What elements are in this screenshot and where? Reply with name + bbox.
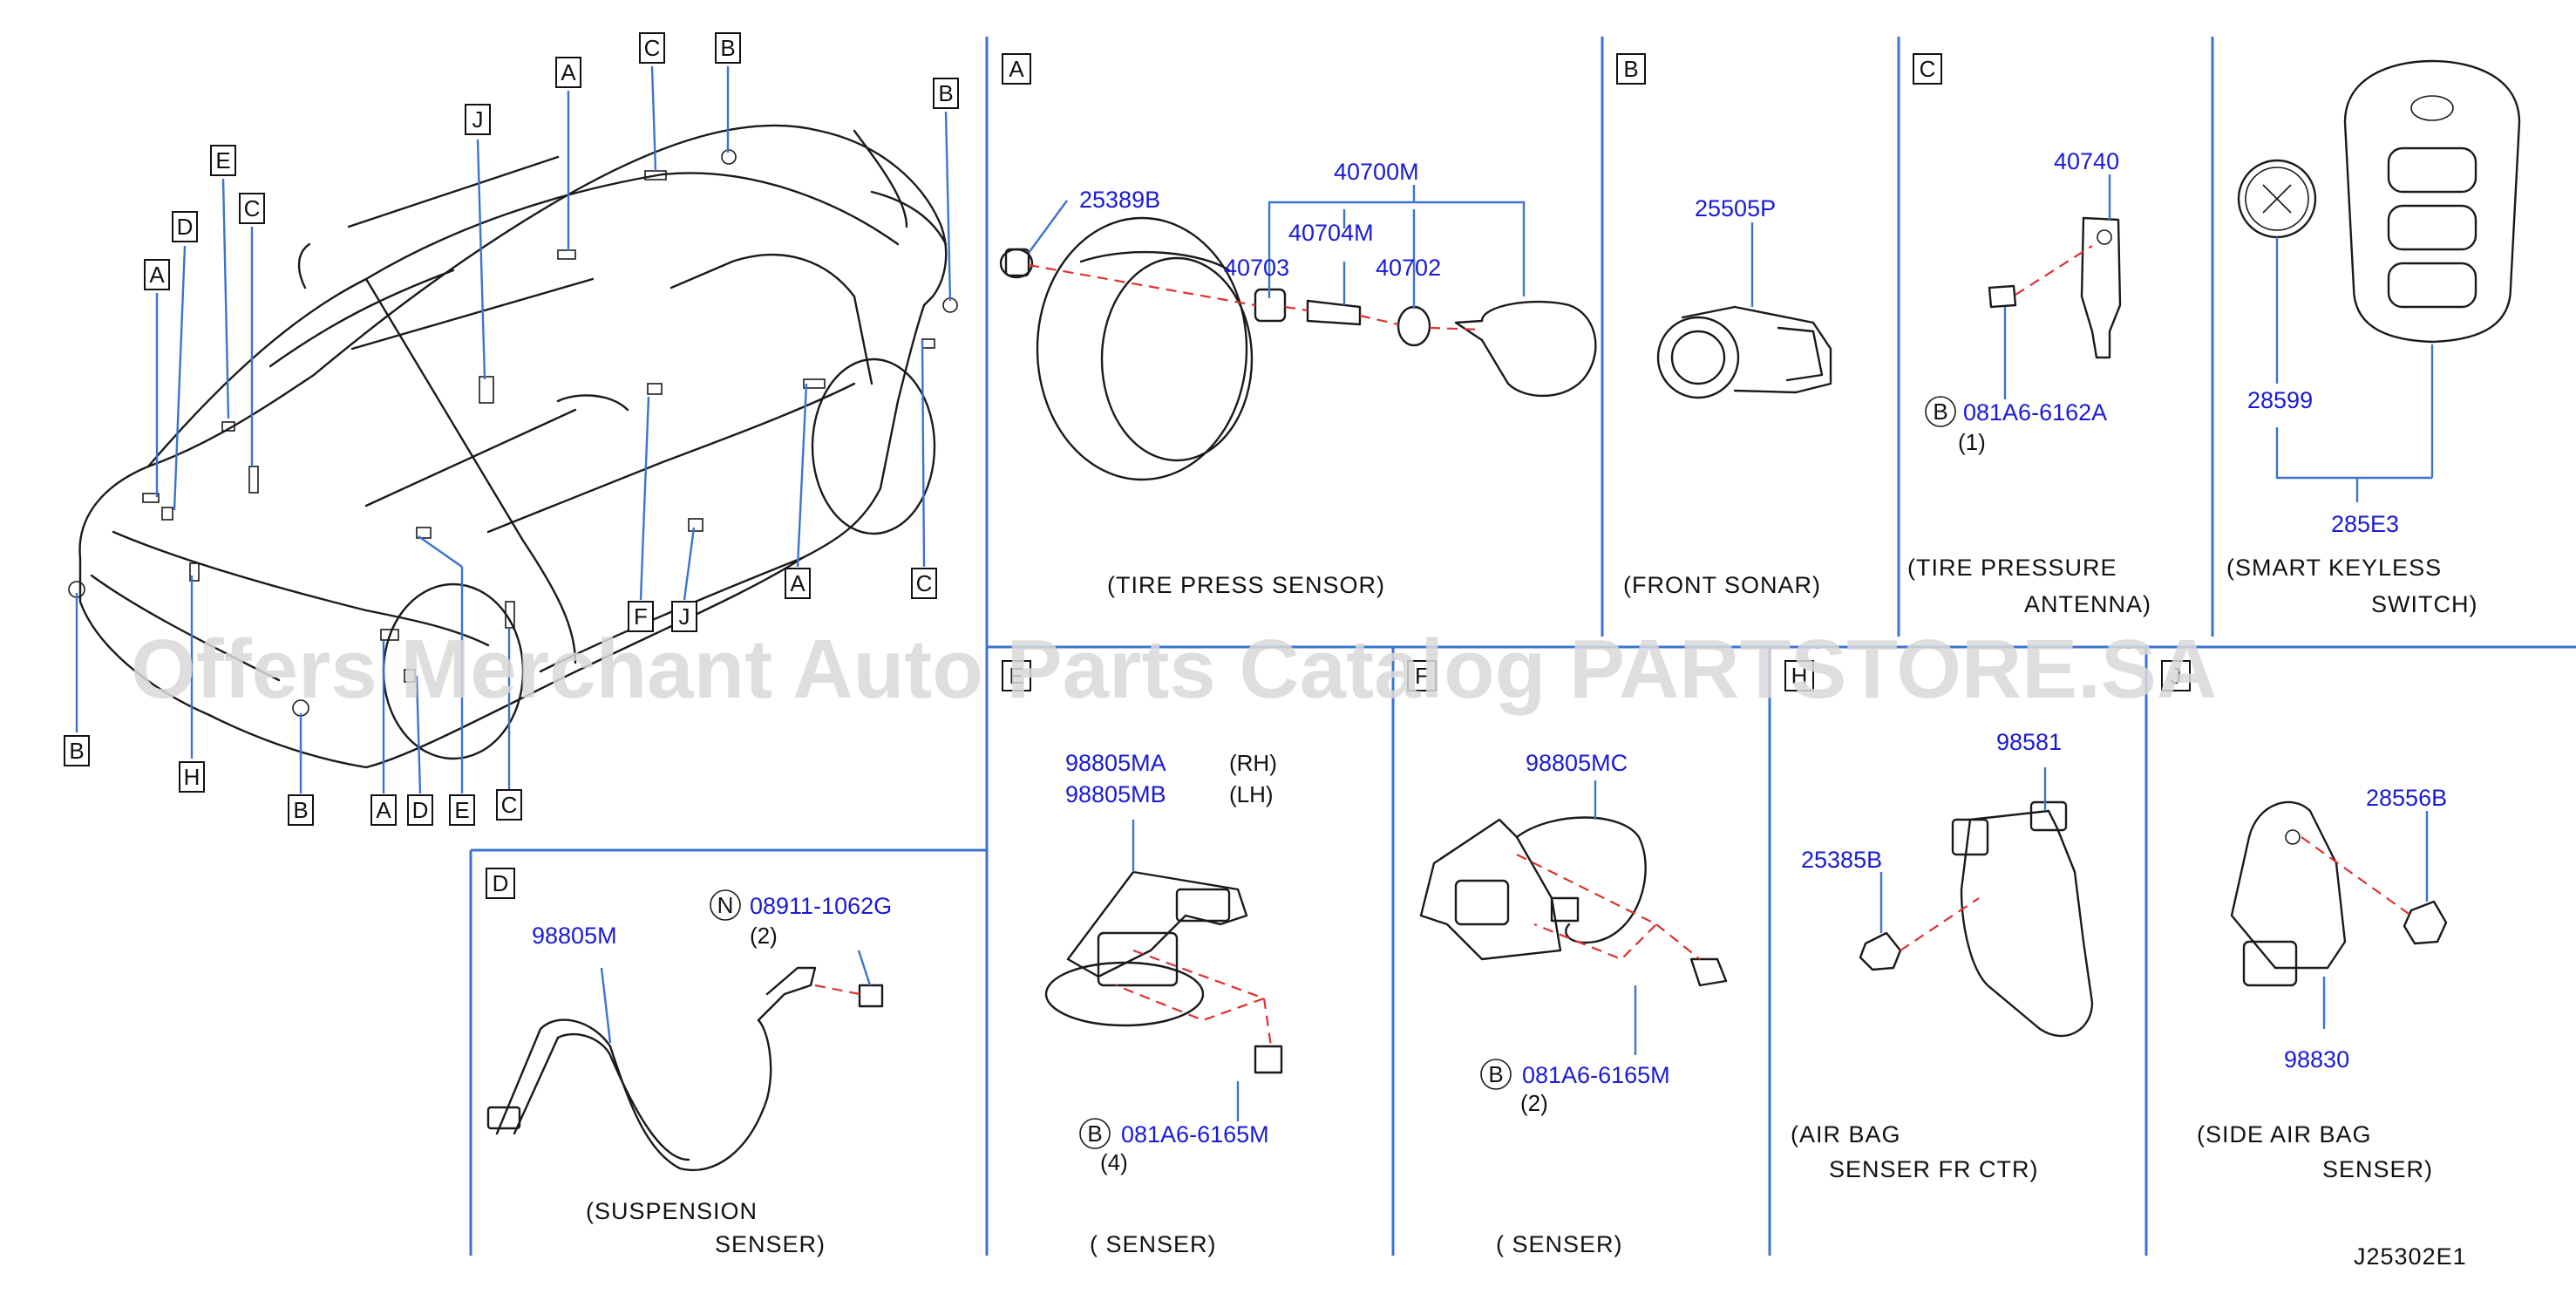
side-lh: (LH)	[1229, 781, 1274, 807]
part-40704m: 40704M	[1288, 220, 1374, 246]
caption-side-air-bag-line2: SENSER)	[2322, 1156, 2433, 1182]
part-285e3: 285E3	[2331, 511, 2399, 537]
caption-air-bag-line1: (AIR BAG	[1791, 1121, 1901, 1148]
caption-senser-e: ( SENSER)	[1090, 1231, 1217, 1257]
callout-f-1: F	[634, 603, 648, 630]
overview-callouts: A D E C J A C B B B H B A D E C F J A C	[64, 32, 959, 826]
part-25385b: 25385B	[1801, 847, 1882, 873]
section-f-letter: F	[1415, 663, 1429, 689]
part-28556b: 28556B	[2366, 785, 2447, 811]
callout-b-3: B	[69, 738, 84, 764]
overview-car	[68, 65, 958, 794]
caption-tire-press-sensor: (TIRE PRESS SENSOR)	[1107, 572, 1385, 598]
section-b-letter: B	[1623, 56, 1638, 82]
callout-c-1: C	[244, 195, 261, 221]
callout-j-1: J	[472, 106, 484, 133]
section-c: C 40740 B 081A6-6162A (1) (TIRE PRESSURE…	[1907, 53, 2151, 617]
section-e: E 98805MA (RH) 98805MB (LH) B 081A6-6165…	[1002, 660, 1283, 1257]
caption-suspension-line2: SENSER)	[715, 1231, 826, 1257]
part-25389b: 25389B	[1079, 187, 1160, 213]
section-a: A 25389B 40700M 40704M 40703 40702 (TIRE…	[999, 53, 1597, 598]
part-98805mb: 98805MB	[1065, 781, 1166, 807]
part-28599: 28599	[2247, 387, 2313, 413]
part-98830: 98830	[2284, 1046, 2349, 1073]
callout-b-4: B	[293, 797, 308, 823]
qty-e: (4)	[1100, 1149, 1128, 1175]
caption-tire-pressure-line2: ANTENNA)	[2024, 591, 2151, 617]
callout-d-2: D	[412, 797, 429, 823]
callout-e-1: E	[215, 147, 230, 174]
callout-d-1: D	[177, 214, 194, 240]
part-98581: 98581	[1996, 729, 2062, 755]
part-40740: 40740	[2054, 148, 2119, 174]
bolt-marker-c: B	[1933, 398, 1947, 425]
callout-a-3: A	[376, 797, 391, 823]
section-keyless: 28599 285E3 (SMART KEYLESS SWITCH)	[2226, 59, 2521, 617]
side-rh: (RH)	[1229, 750, 1277, 776]
part-40702: 40702	[1376, 255, 1441, 281]
section-b: B 25505P (FRONT SONAR)	[1616, 53, 1832, 598]
watermark: Offers Merchant Auto Parts Catalog PARTS…	[131, 623, 2217, 716]
callout-c-4: C	[916, 570, 933, 596]
caption-senser-f: ( SENSER)	[1496, 1231, 1623, 1257]
section-dividers	[469, 37, 2576, 1256]
bolt-marker-f: B	[1488, 1061, 1503, 1087]
section-h-letter: H	[1791, 663, 1808, 689]
part-40700m: 40700M	[1334, 159, 1419, 185]
caption-front-sonar: (FRONT SONAR)	[1623, 572, 1821, 598]
callout-c-2: C	[644, 35, 661, 61]
callout-b-2: B	[938, 80, 953, 106]
callout-a-2: A	[561, 59, 576, 85]
section-f: F 98805MC B 081A6-6165M (2) ( SENSER)	[1407, 660, 1728, 1257]
section-j: J 28556B 98830 (SIDE AIR BAG SENSER)	[2161, 660, 2448, 1182]
callout-e-2: E	[454, 797, 469, 823]
part-98805m: 98805M	[532, 923, 617, 949]
part-25505p: 25505P	[1695, 195, 1776, 221]
diagram-code: J25302E1	[2354, 1243, 2467, 1270]
part-08911-1062g: 08911-1062G	[750, 893, 892, 919]
callout-j-2: J	[679, 603, 690, 630]
part-081a6-6165m-f: 081A6-6165M	[1522, 1062, 1670, 1088]
part-081a6-6165m-e: 081A6-6165M	[1121, 1121, 1269, 1148]
caption-smart-keyless-line2: SWITCH)	[2371, 591, 2477, 617]
qty-d: (2)	[750, 923, 778, 949]
caption-smart-keyless-line1: (SMART KEYLESS	[2226, 555, 2442, 581]
caption-tire-pressure-line1: (TIRE PRESSURE	[1907, 555, 2117, 581]
callout-h-1: H	[184, 764, 201, 790]
callout-a-4: A	[790, 570, 805, 596]
part-98805mc: 98805MC	[1526, 750, 1628, 776]
section-h: H 98581 25385B (AIR BAG SENSER FR CTR)	[1784, 660, 2094, 1182]
callout-a-1: A	[149, 262, 165, 288]
caption-suspension-line1: (SUSPENSION	[586, 1198, 758, 1224]
section-j-letter: J	[2171, 663, 2182, 689]
callout-b-1: B	[720, 35, 735, 61]
part-98805ma: 98805MA	[1065, 750, 1166, 776]
section-e-letter: E	[1009, 663, 1023, 689]
section-a-letter: A	[1009, 56, 1024, 82]
section-c-letter: C	[1920, 56, 1936, 82]
section-d: D 98805M N 08911-1062G (2) (SUSPENSION S…	[486, 868, 892, 1257]
callout-c-3: C	[501, 792, 518, 818]
bolt-marker-e: B	[1087, 1120, 1102, 1147]
nut-marker-d: N	[717, 892, 734, 918]
section-d-letter: D	[493, 870, 509, 896]
part-40703: 40703	[1224, 255, 1289, 281]
qty-f: (2)	[1520, 1090, 1548, 1116]
qty-c: (1)	[1958, 429, 1986, 455]
part-081a6-6162a: 081A6-6162A	[1963, 399, 2107, 426]
caption-side-air-bag-line1: (SIDE AIR BAG	[2197, 1121, 2372, 1148]
caption-air-bag-line2: SENSER FR CTR)	[1829, 1156, 2039, 1182]
